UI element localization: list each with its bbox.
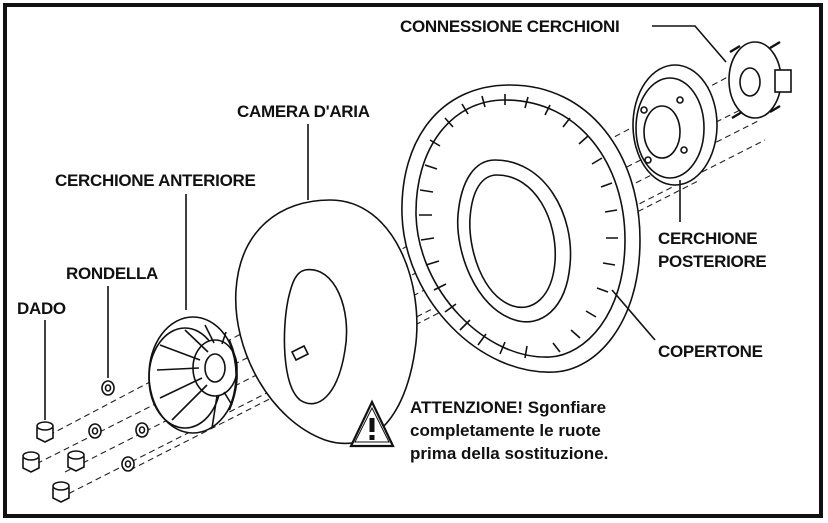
nut-parts bbox=[22, 421, 85, 503]
label-inner-tube: CAMERA D'ARIA bbox=[237, 102, 370, 121]
label-nut: DADO bbox=[17, 299, 66, 318]
leader-lines bbox=[44, 25, 727, 420]
warning-triangle-icon bbox=[349, 399, 395, 448]
label-tire: COPERTONE bbox=[658, 342, 763, 361]
warning-line-2: completamente le ruote bbox=[410, 421, 601, 440]
front-rim-part bbox=[148, 316, 238, 434]
label-rear-rim-line1: CERCHIONE bbox=[658, 229, 757, 248]
rear-rim-part bbox=[632, 64, 718, 186]
warning-line-1: ATTENZIONE! Sgonfiare bbox=[410, 398, 606, 417]
tire-part bbox=[401, 84, 641, 373]
label-rear-rim-line2: POSTERIORE bbox=[658, 252, 766, 271]
inner-tube-part bbox=[234, 199, 418, 445]
diagram-frame bbox=[3, 3, 823, 518]
washer-parts bbox=[88, 380, 149, 472]
rim-connection-hub-part bbox=[728, 40, 792, 120]
label-front-rim: CERCHIONE ANTERIORE bbox=[55, 171, 256, 190]
label-washer: RONDELLA bbox=[66, 264, 158, 283]
label-rim-connection: CONNESSIONE CERCHIONI bbox=[400, 17, 619, 36]
warning-line-3: prima della sostituzione. bbox=[410, 444, 608, 463]
